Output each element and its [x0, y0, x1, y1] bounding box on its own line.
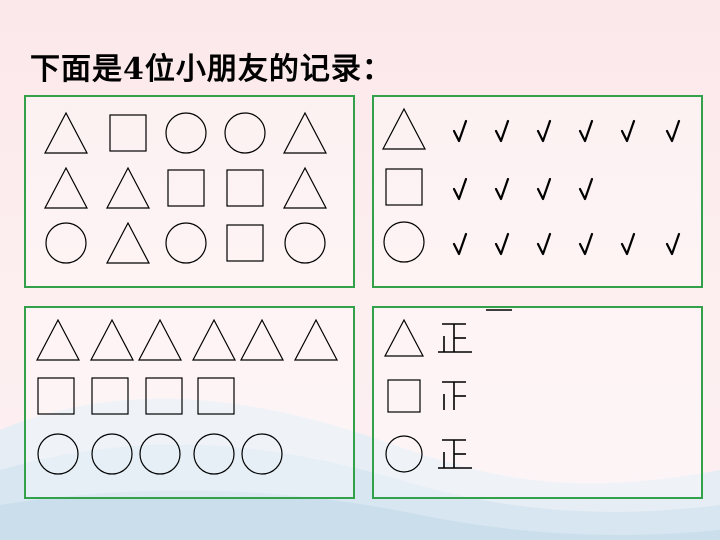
- triangle-shape: [138, 318, 182, 361]
- check-mark: [578, 119, 594, 143]
- square-shape: [385, 168, 423, 206]
- circle-shape: [383, 221, 425, 263]
- check-marks-record: [382, 107, 681, 263]
- square-shape: [167, 169, 205, 207]
- square-shape: [91, 377, 129, 415]
- triangle-shape: [106, 166, 150, 209]
- square-shape: [226, 169, 264, 207]
- circle-shape: [241, 433, 283, 475]
- grouped-shapes: [36, 318, 338, 475]
- circle-shape: [91, 433, 133, 475]
- mixed-shapes: [44, 111, 327, 264]
- circle-shape: [165, 222, 207, 264]
- tally-record: [384, 309, 512, 473]
- circle-shape: [165, 112, 207, 154]
- check-mark: [620, 119, 636, 143]
- circle-shape: [37, 433, 79, 475]
- triangle-shape: [90, 318, 134, 361]
- check-mark: [578, 232, 594, 256]
- circle-shape: [284, 222, 326, 264]
- check-mark: [578, 177, 594, 201]
- triangle-shape: [36, 318, 80, 361]
- panel-check-record: [372, 95, 703, 288]
- square-shape: [387, 379, 421, 413]
- panel-grouped-record: [24, 306, 355, 499]
- square-shape: [226, 224, 264, 262]
- check-mark: [620, 232, 636, 256]
- circle-shape: [193, 433, 235, 475]
- circle-shape: [45, 222, 87, 264]
- triangle-shape: [106, 221, 150, 264]
- triangle-shape: [44, 111, 88, 154]
- tally-mark: [442, 381, 466, 410]
- panel-tally-record: [372, 306, 703, 499]
- triangle-shape: [44, 166, 88, 209]
- triangle-shape: [240, 318, 284, 361]
- tally-mark: [438, 323, 472, 353]
- triangle-shape: [192, 318, 236, 361]
- triangle-shape: [283, 111, 327, 154]
- check-mark: [494, 119, 510, 143]
- circle-shape: [385, 435, 423, 473]
- triangle-shape: [283, 166, 327, 209]
- check-mark: [665, 232, 681, 256]
- check-mark: [452, 232, 468, 256]
- check-mark: [452, 177, 468, 201]
- page-title: 下面是4位小朋友的记录：: [30, 52, 393, 87]
- triangle-shape: [294, 318, 338, 361]
- square-shape: [37, 377, 75, 415]
- panel-mixed-record: [24, 95, 355, 288]
- triangle-shape: [382, 107, 426, 150]
- check-mark: [536, 177, 552, 201]
- square-shape: [145, 377, 183, 415]
- check-mark: [494, 232, 510, 256]
- square-shape: [109, 114, 147, 152]
- check-mark: [536, 119, 552, 143]
- circle-shape: [139, 433, 181, 475]
- check-mark: [494, 177, 510, 201]
- circle-shape: [224, 112, 266, 154]
- triangle-shape: [384, 318, 424, 357]
- square-shape: [197, 377, 235, 415]
- check-mark: [665, 119, 681, 143]
- tally-mark: [438, 439, 472, 469]
- check-mark: [536, 232, 552, 256]
- check-mark: [452, 119, 468, 143]
